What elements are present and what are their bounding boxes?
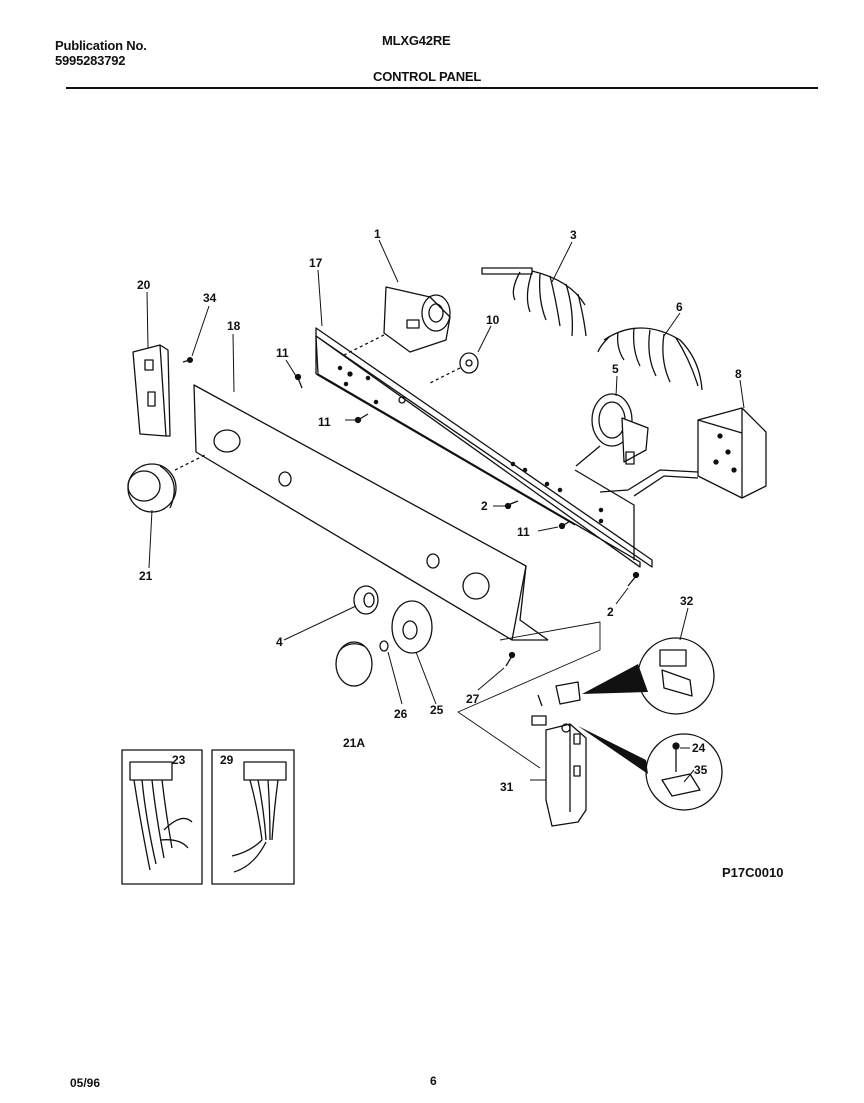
callout-label: 34 [203,291,217,305]
bracket-31 [545,723,587,827]
terminal-block-8 [697,407,767,499]
timer-1 [383,286,451,353]
callout-label: 20 [137,278,151,292]
callout-label: 31 [500,780,514,794]
publication-number: 5995283792 [55,53,126,68]
clip-part [531,681,581,733]
screw-11 [294,373,303,389]
callout-label: 2 [481,499,488,513]
callout-label: 24 [692,741,706,755]
callout-label: 11 [276,346,289,360]
page-number: 6 [430,1074,437,1088]
harness-inset-29 [211,749,295,885]
detail-view-24-35 [578,726,723,811]
panel-bracket-17 [315,327,653,568]
switch-10 [459,352,479,374]
callout-label: 8 [735,367,742,381]
header-rule [66,87,818,89]
callout-label: 3 [570,228,577,242]
switch-5 [591,393,649,465]
callout-label: 27 [466,692,480,706]
callout-label: 11 [318,415,331,429]
knob-21a [335,641,373,687]
callout-label: 18 [227,319,241,333]
callout-label: 29 [220,753,234,767]
screw-2 [504,500,519,510]
publication-label: Publication No. [55,38,147,53]
callout-label: 32 [680,594,694,608]
dial-25 [391,600,433,654]
harness-inset-23 [121,749,203,885]
section-title: CONTROL PANEL [373,69,482,84]
screw-2 [627,571,640,587]
callout-label: 35 [694,763,708,777]
clip-26 [379,640,389,652]
callout-label: 26 [394,707,408,721]
footer-date: 05/96 [70,1076,101,1090]
screw-11 [558,520,571,530]
callout-label: 25 [430,703,444,717]
callout-label: 17 [309,256,323,270]
knob-21 [127,463,177,513]
screw-11 [354,413,369,424]
diagram-code: P17C0010 [722,865,784,880]
callout-label: 11 [517,525,530,539]
callout-label: 2 [607,605,614,619]
wire-harness-6 [597,327,703,391]
callout-label: 10 [486,313,500,327]
wire-harness-3 [481,267,587,337]
callout-label: 4 [276,635,283,649]
callout-label: 21 [139,569,153,583]
callout-label: 1 [374,227,381,241]
callout-label: 21A [343,736,365,750]
screw-27 [505,651,516,667]
callout-label: 6 [676,300,683,314]
detail-view-32 [582,637,715,715]
leader-lines [146,239,745,783]
callout-label: 23 [172,753,186,767]
bezel-4 [353,585,379,615]
model-number: MLXG42RE [382,33,451,48]
bracket-20 [132,344,171,437]
control-panel-18 [193,384,549,641]
callout-label: 5 [612,362,619,376]
